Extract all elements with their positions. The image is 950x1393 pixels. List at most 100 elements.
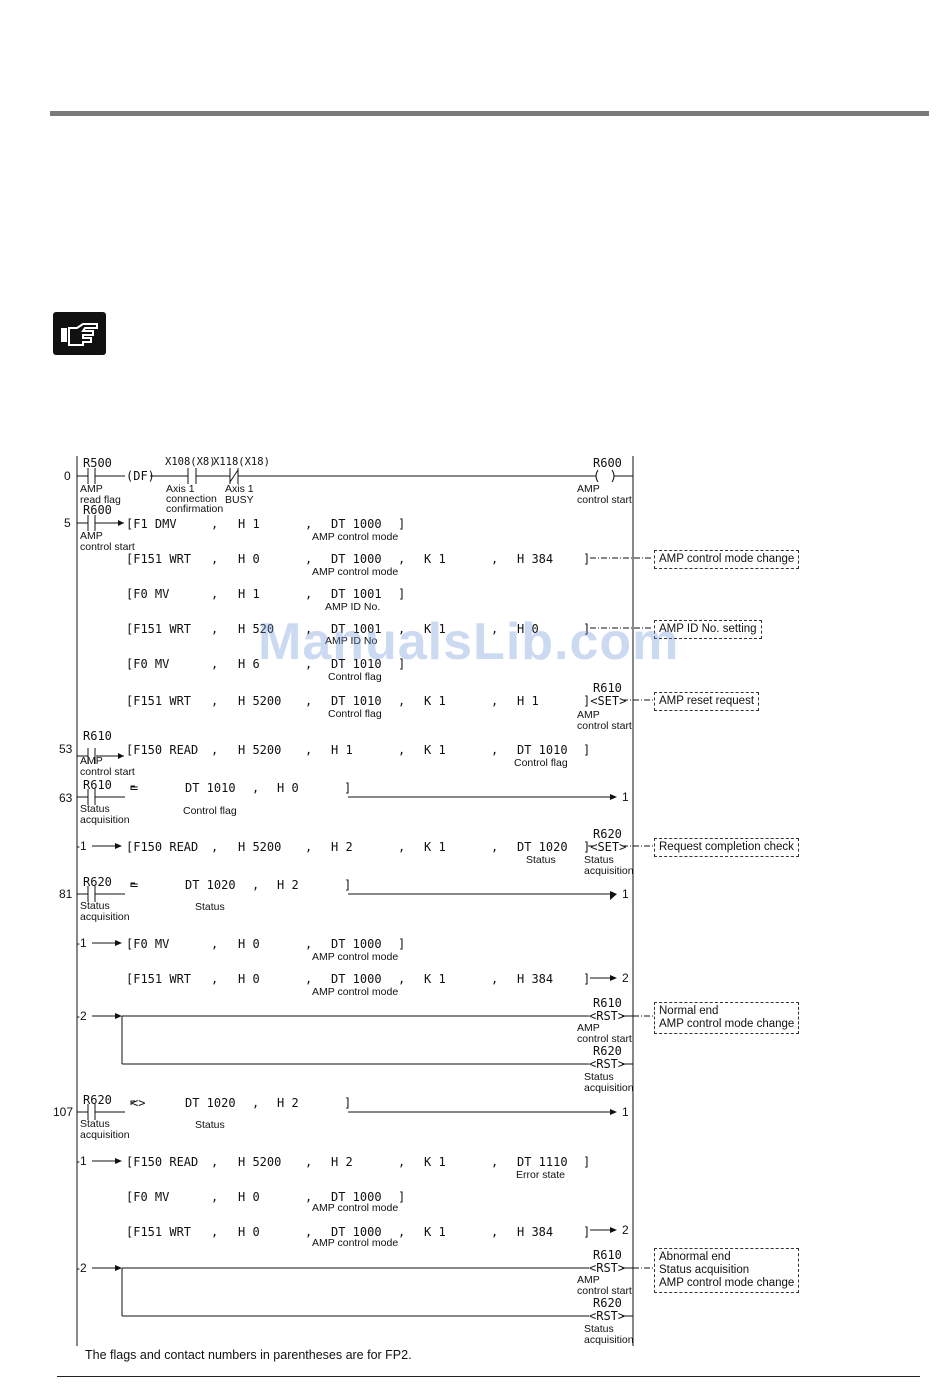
instruction-token: , <box>305 1190 313 1204</box>
contact-comment: AMP read flag <box>80 483 121 506</box>
instruction-token: , <box>252 1096 260 1110</box>
instruction-token: K 1 <box>424 552 446 566</box>
operand-comment: AMP control mode <box>312 1237 399 1249</box>
coil-comment: AMP control start <box>577 1022 632 1045</box>
instruction-token: , <box>211 972 219 986</box>
instruction-token: H 1 <box>238 587 260 601</box>
operand-comment: Error state <box>516 1169 566 1181</box>
callout-amp-id-setting: AMP ID No. setting <box>654 620 762 639</box>
instruction-token: , <box>305 587 313 601</box>
contact-comment: Axis 1 BUSY <box>225 483 254 506</box>
branch-mark: 1 <box>622 1105 629 1119</box>
operand-comment: AMP control mode <box>312 951 399 963</box>
operand-comment: AMP control mode <box>312 986 399 998</box>
instruction-token: H 2 <box>331 1155 353 1169</box>
coil-label: R610 <box>593 681 622 695</box>
instruction-token: H 0 <box>238 972 260 986</box>
instruction-token: DT 1010 <box>517 743 568 757</box>
instruction-token: , <box>305 1155 313 1169</box>
instruction-token: ] <box>583 743 591 757</box>
instruction-token: ] <box>398 937 406 951</box>
instruction-token: , <box>305 694 313 708</box>
instruction-token: DT 1010 <box>331 694 382 708</box>
operand-comment: Status <box>526 854 556 866</box>
instruction-token: H 5200 <box>238 694 282 708</box>
callout-abnormal-end: Abnormal end Status acquisition AMP cont… <box>654 1248 800 1293</box>
instruction-token: , <box>211 937 219 951</box>
instruction-token: H 0 <box>238 552 260 566</box>
instruction-token: K 1 <box>424 622 446 636</box>
operand-comment: Control flag <box>328 671 382 683</box>
instruction-token: , <box>305 657 313 671</box>
instruction-token: , <box>211 657 219 671</box>
instruction-token: ] <box>583 622 591 636</box>
instruction-token: DT 1110 <box>517 1155 568 1169</box>
branch-mark: -2 <box>76 1009 87 1023</box>
instruction-token: DT 1001 <box>331 587 382 601</box>
instruction-token: , <box>211 622 219 636</box>
instruction-token: H 0 <box>517 622 539 636</box>
instruction-token: = <box>131 878 139 892</box>
instruction-token: DT 1020 <box>185 878 236 892</box>
instruction-token: H 2 <box>277 1096 299 1110</box>
footnote: The flags and contact numbers in parenth… <box>85 1348 412 1362</box>
instruction-token: H 2 <box>277 878 299 892</box>
coil-label: R620 <box>593 1044 622 1058</box>
instruction-token: , <box>305 937 313 951</box>
instruction-token: , <box>491 552 499 566</box>
pointing-hand-note-icon <box>53 312 106 355</box>
instruction-token: ] <box>398 1190 406 1204</box>
df-instruction: (DF) <box>126 469 155 483</box>
instruction-token: ] <box>398 517 406 531</box>
instruction-token: , <box>305 552 313 566</box>
instruction-token: ] <box>344 878 352 892</box>
instruction-token: DT 1000 <box>331 1190 382 1204</box>
operand-comment: Control flag <box>514 757 568 769</box>
operand-comment: AMP control mode <box>312 566 399 578</box>
callout-normal-end: Normal end AMP control mode change <box>654 1002 800 1034</box>
instruction-token: , <box>398 1225 406 1239</box>
instruction-token: , <box>211 1190 219 1204</box>
instruction-token: DT 1010 <box>331 657 382 671</box>
instruction-token: [F151 WRT <box>126 1225 192 1239</box>
instruction-token: H 0 <box>238 937 260 951</box>
instruction-token: , <box>211 1155 219 1169</box>
operand-comment: Control flag <box>183 805 237 817</box>
instruction-token: ]<SET> <box>583 840 627 854</box>
instruction-token: H 384 <box>517 552 554 566</box>
coil-label: R620 <box>593 1296 622 1310</box>
instruction-token: <> <box>131 1096 146 1110</box>
instruction-token: , <box>211 552 219 566</box>
instruction-token: H 0 <box>238 1225 260 1239</box>
instruction-token: , <box>398 622 406 636</box>
instruction-token: K 1 <box>424 743 446 757</box>
instruction-token: ] <box>583 972 591 986</box>
instruction-token: H 384 <box>517 1225 554 1239</box>
instruction-token: K 1 <box>424 972 446 986</box>
callout-amp-reset-request: AMP reset request <box>654 692 760 711</box>
instruction-token: DT 1020 <box>517 840 568 854</box>
instruction-token: DT 1000 <box>331 972 382 986</box>
instruction-token: , <box>305 517 313 531</box>
coil-label: R620 <box>593 827 622 841</box>
instruction-token: , <box>211 840 219 854</box>
step-number: 81 <box>59 887 73 901</box>
rst-coil: <RST> <box>589 1009 626 1023</box>
instruction-token: H 6 <box>238 657 260 671</box>
instruction-token: H 1 <box>238 517 260 531</box>
instruction-token: , <box>211 587 219 601</box>
operand-comment: Status <box>195 1119 225 1131</box>
step-number: 5 <box>64 516 71 530</box>
instruction-token: H 0 <box>277 781 299 795</box>
instruction-token: ] <box>583 1225 591 1239</box>
contact-comment: Axis 1 connection confirmation <box>166 483 224 515</box>
coil-comment: AMP control start <box>577 483 632 506</box>
instruction-token: [F1 DMV <box>126 517 177 531</box>
coil-label: R600 <box>593 456 622 470</box>
operand-comment: AMP control mode <box>312 1202 399 1214</box>
branch-mark: -1 <box>76 1154 87 1168</box>
contact-label: X118(X18) <box>213 456 270 468</box>
coil-comment: AMP control start <box>577 1274 632 1297</box>
instruction-token: , <box>398 552 406 566</box>
